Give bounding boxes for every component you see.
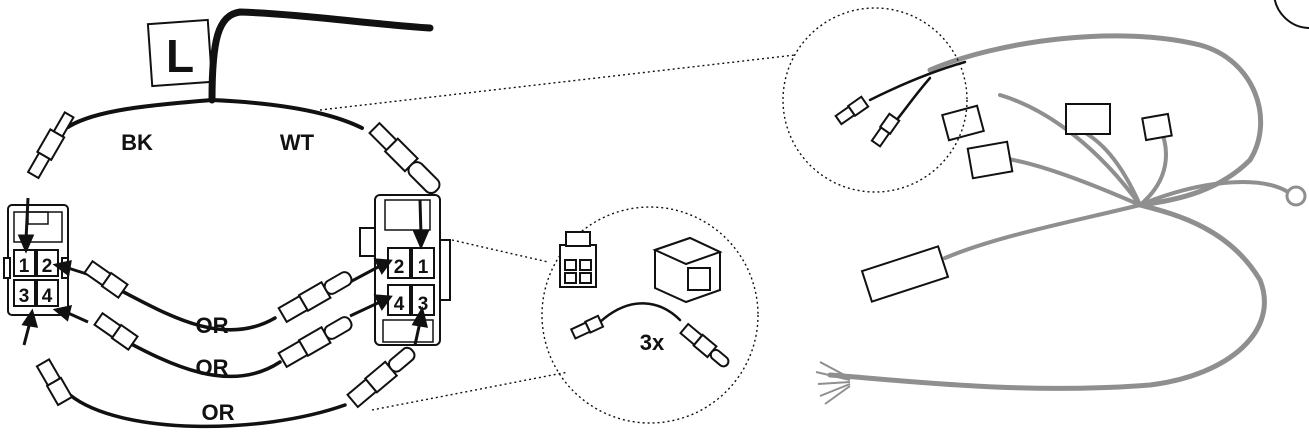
kit-connector-male — [652, 236, 723, 304]
left-pin-1: 1 — [19, 256, 30, 277]
kit-connector-female — [559, 231, 597, 288]
left-connector — [3, 204, 69, 316]
left-pin-4: 4 — [42, 286, 53, 307]
side-tag-label: L — [166, 30, 194, 82]
leader-line-kit-bottom — [371, 371, 569, 411]
right-pin-3: 3 — [418, 294, 429, 315]
or-wire-1-terminals — [83, 259, 353, 324]
right-pin-1: 1 — [418, 257, 429, 278]
arrows-right-connector — [349, 199, 430, 346]
or-wire-1 — [108, 283, 277, 332]
kit-quantity: 3x — [640, 330, 665, 355]
or-wire-3 — [68, 393, 347, 429]
or-label-2: OR — [196, 355, 229, 380]
leader-line-kit-top — [451, 239, 549, 263]
terminal-bk — [26, 110, 75, 180]
or-wire-2 — [118, 336, 282, 379]
right-pin-4: 4 — [394, 294, 405, 315]
left-pin-3: 3 — [19, 286, 30, 307]
left-pin-2: 2 — [42, 256, 53, 277]
or-wire-3-terminals — [35, 346, 416, 409]
or-label-1: OR — [196, 313, 229, 338]
harness-detail-terminals — [834, 60, 967, 148]
harness-detail-circle — [782, 7, 968, 193]
leader-line-top — [319, 54, 796, 111]
kit-jumper-wire — [569, 302, 730, 368]
or-label-3: OR — [202, 400, 235, 425]
corner-badge — [1273, 0, 1309, 29]
harness-overview — [815, 33, 1307, 405]
wt-wire — [210, 98, 364, 130]
side-tag: L — [146, 18, 214, 88]
bk-label: BK — [121, 130, 153, 155]
main-feed-wire — [208, 8, 434, 104]
wt-label: WT — [280, 130, 315, 155]
right-pin-2: 2 — [394, 257, 405, 278]
bk-wire — [66, 98, 214, 129]
arrows-left-connector — [17, 197, 91, 346]
or-wire-2-terminals — [93, 311, 353, 369]
terminal-wt — [368, 121, 441, 195]
kit-detail-circle — [541, 206, 759, 424]
